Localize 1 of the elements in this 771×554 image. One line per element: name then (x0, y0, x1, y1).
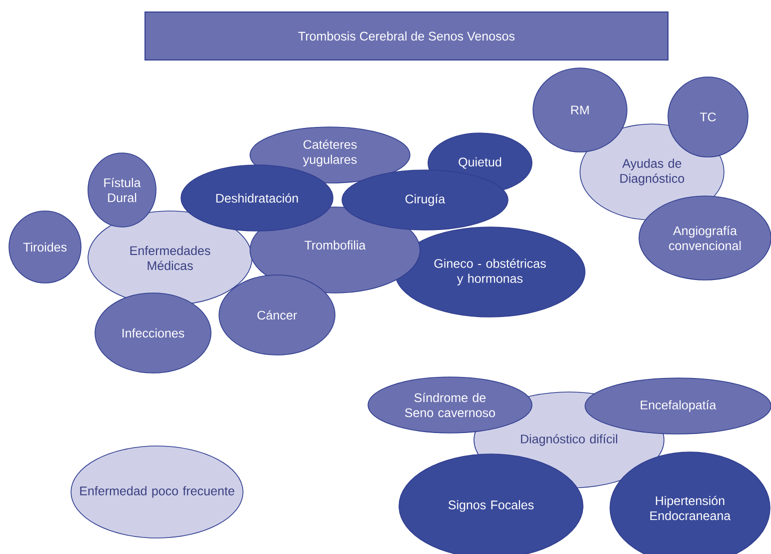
title-box: Trombosis Cerebral de Senos Venosos (144, 12, 668, 60)
